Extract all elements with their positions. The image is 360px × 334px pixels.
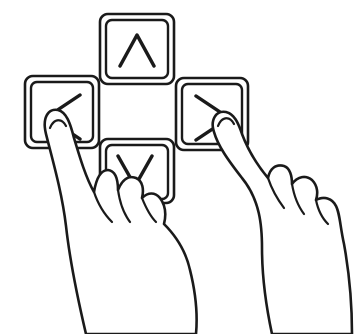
right-hand	[213, 112, 352, 334]
up-arrow-key[interactable]	[100, 14, 174, 84]
